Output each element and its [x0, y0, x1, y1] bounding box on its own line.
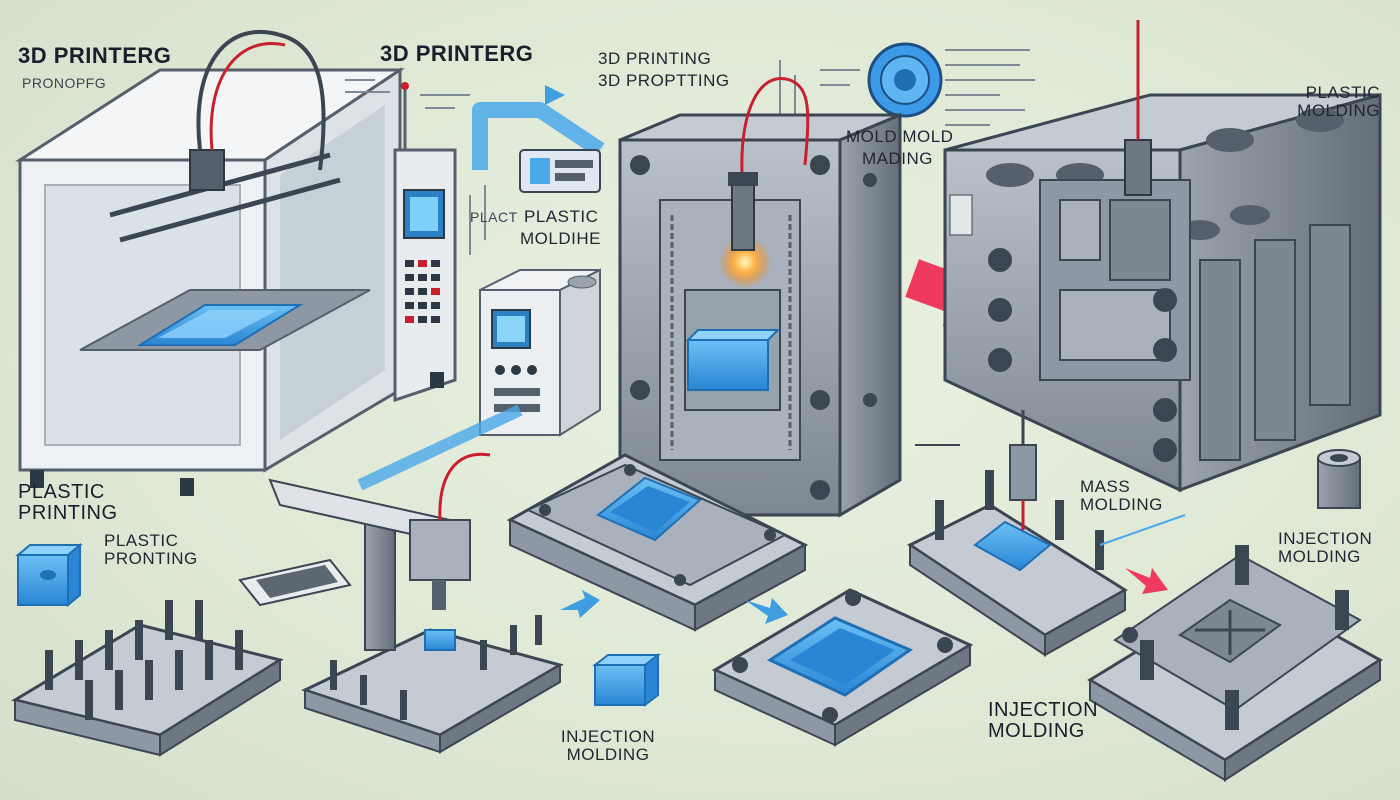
mesh-sample	[238, 558, 352, 607]
label-3d-prototyping: 3D PROPTTING	[598, 71, 730, 90]
arrow-icon	[745, 598, 788, 624]
printer-keypad	[405, 260, 440, 323]
arrow-icon	[545, 85, 565, 105]
mold-plate-center	[506, 453, 809, 632]
injection-mold-right	[1087, 545, 1383, 782]
mass-molding-press	[907, 410, 1128, 657]
cylinder-part	[1317, 449, 1361, 509]
blue-part-small	[592, 652, 661, 708]
arrow-icon	[560, 590, 600, 618]
label-injection-molding-right: INJECTION MOLDING	[1278, 529, 1373, 566]
injection-machine-block	[943, 20, 1382, 493]
mold-block	[618, 77, 902, 518]
label-plastic-printing: PLASTIC PRINTING	[18, 481, 118, 524]
blue-feed-pipe	[472, 102, 605, 170]
label-3d-printer-center: 3D PRINTERG	[380, 41, 534, 66]
label-mading: MADING	[862, 149, 933, 168]
3d-printer	[14, 29, 457, 496]
control-panel-small	[519, 149, 601, 193]
label-mold-mold: MOLD MOLD	[846, 127, 954, 146]
temperature-controller	[479, 268, 601, 437]
label-injection-molding-center: INJECTION MOLDING	[560, 727, 656, 764]
label-plastic-pronting: PLASTIC PRONTING	[104, 531, 198, 568]
label-injection-molding-bottom: INJECTION MOLDING	[988, 699, 1099, 742]
label-mass-molding: MASS MOLDING	[1080, 477, 1163, 514]
blue-feed-line	[357, 404, 523, 491]
blue-part-cube	[15, 542, 83, 608]
label-3d-printer: 3D PRINTERG	[18, 43, 172, 68]
label-prototyping: PRONOPFG	[22, 75, 107, 91]
pin-plate-left	[11, 600, 284, 757]
label-plastic-small: PLASTIC	[524, 207, 599, 226]
robotic-printer	[268, 452, 564, 754]
arrow-icon	[1125, 568, 1168, 594]
label-moldihe: MOLDIHE	[520, 229, 601, 248]
label-plact: PLACT	[470, 209, 518, 225]
mold-disk-icon	[867, 42, 943, 118]
label-3d-printing: 3D PRINTING	[598, 49, 712, 68]
mold-plate-bottom	[711, 588, 974, 747]
label-plastic-molding: PLASTIC MOLDING	[1297, 83, 1380, 120]
